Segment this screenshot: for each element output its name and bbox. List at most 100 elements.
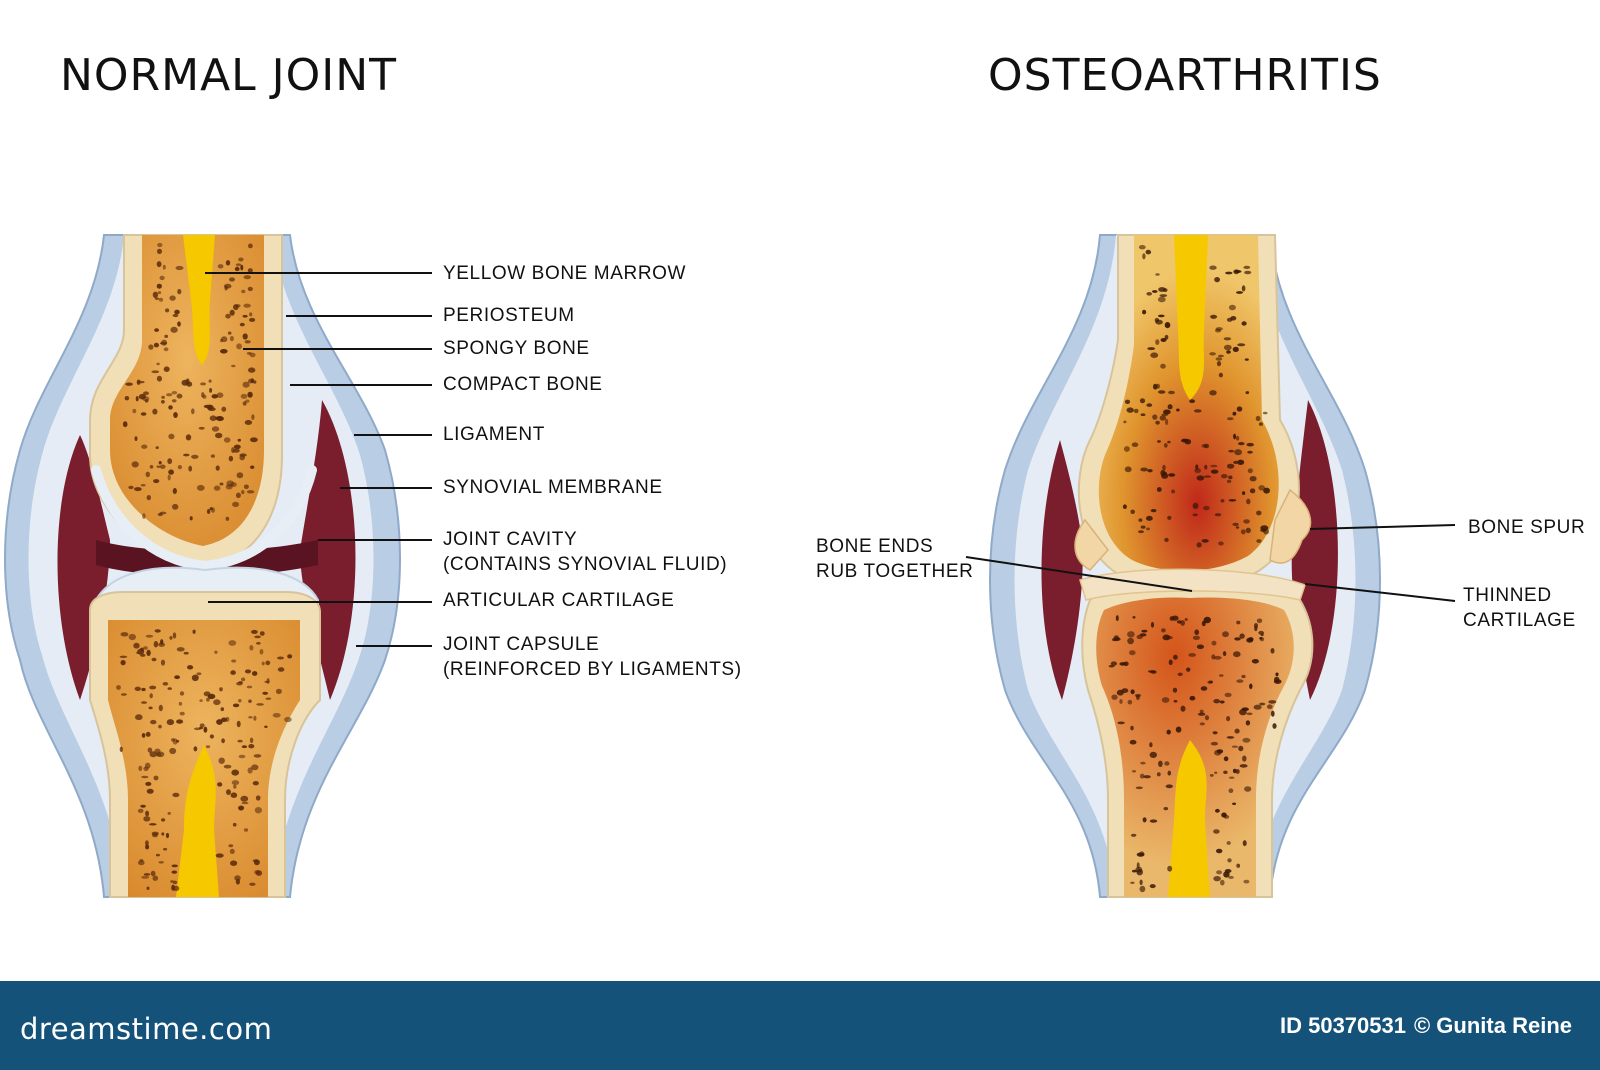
bone-pore [256, 703, 264, 706]
bone-pore [123, 421, 128, 427]
bone-pore [143, 816, 150, 821]
bone-pore [168, 405, 173, 409]
bone-pore [1213, 731, 1218, 734]
bone-pore [191, 408, 195, 414]
bone-pore [213, 699, 220, 705]
bone-pore [273, 713, 281, 718]
bone-pore [1155, 339, 1159, 345]
bone-pore [1171, 490, 1175, 494]
bone-pore [247, 490, 255, 493]
bone-pore [230, 670, 236, 675]
bone-pore [154, 328, 159, 332]
bone-pore [1168, 391, 1175, 395]
bone-pore [224, 765, 232, 769]
bone-pore [1197, 475, 1205, 480]
bone-pore [1238, 746, 1243, 751]
bone-pore [150, 751, 158, 757]
label-periosteum: PERIOSTEUM [443, 303, 575, 328]
bone-pore [231, 447, 235, 453]
bone-pore [173, 488, 177, 494]
bone-pore [141, 484, 146, 486]
bone-pore [1221, 474, 1228, 478]
bone-pore [1228, 450, 1234, 453]
label-joint-cavity-line1: JOINT CAVITY [443, 527, 727, 552]
bone-pore [145, 782, 151, 786]
bone-pore [241, 490, 244, 494]
bone-pore [1274, 679, 1282, 684]
bone-pore [194, 746, 198, 751]
bone-pore [1111, 695, 1117, 700]
bone-pore [200, 723, 205, 727]
bone-pore [265, 661, 270, 666]
bone-pore [1141, 526, 1146, 529]
bone-pore [1158, 761, 1163, 767]
label-joint-cavity-line2: (CONTAINS SYNOVIAL FLUID) [443, 552, 727, 577]
bone-pore [1240, 764, 1248, 768]
bone-pore [1219, 373, 1223, 378]
bone-pore [163, 265, 166, 270]
bone-pore [173, 881, 178, 885]
bone-pore [1239, 709, 1247, 715]
osteoarthritis-drawing [990, 235, 1380, 897]
bone-pore [1150, 819, 1157, 822]
bone-pore [1223, 651, 1226, 656]
bone-pore [173, 412, 178, 418]
bone-pore [1227, 318, 1233, 322]
bone-pore [255, 807, 262, 813]
bone-pore [1138, 530, 1144, 533]
bone-pore [233, 704, 239, 708]
bone-pore [1141, 630, 1147, 633]
bone-pore [1227, 736, 1235, 739]
bone-pore [140, 805, 146, 808]
bone-pore [168, 475, 171, 481]
bone-pore [1267, 704, 1273, 709]
brand-logo[interactable]: dreamstime.com [20, 1012, 272, 1046]
bone-pore [1137, 853, 1145, 857]
bone-pore [1135, 694, 1141, 697]
bone-pore [1146, 250, 1152, 255]
bone-pore [149, 707, 153, 710]
bone-pore [1204, 444, 1209, 449]
bone-pore [174, 675, 180, 679]
bone-pore [135, 714, 143, 720]
bone-pore [240, 323, 245, 327]
bone-pore [240, 453, 247, 456]
bone-pore [1211, 470, 1219, 474]
bone-pore [1236, 621, 1240, 625]
image-credit: ID 50370531© Gunita Reine [1280, 1013, 1572, 1039]
bone-pore [239, 755, 246, 759]
bone-pore [1237, 343, 1245, 346]
bone-pore [218, 264, 224, 268]
bone-pore [150, 465, 154, 469]
bone-pore [250, 353, 256, 358]
bone-pore [216, 465, 220, 470]
normal-joint-drawing [5, 235, 400, 897]
bone-pore [196, 672, 201, 675]
bone-pore [231, 365, 235, 367]
bone-pore [1211, 654, 1215, 659]
bone-pore [1146, 292, 1152, 296]
bone-pore [249, 318, 255, 322]
label-synovial-membrane: SYNOVIAL MEMBRANE [443, 475, 663, 500]
bone-pore [1213, 699, 1220, 703]
bone-pore [1225, 693, 1232, 697]
bone-pore [232, 780, 239, 785]
bone-pore [163, 682, 169, 686]
bone-pore [1216, 870, 1222, 874]
bone-pore [226, 480, 234, 486]
bone-pore [153, 876, 159, 881]
bone-pore [1203, 506, 1210, 510]
bone-pore [1205, 715, 1209, 720]
bone-pore [231, 770, 239, 776]
bone-pore [199, 699, 202, 702]
bone-pore [158, 642, 165, 647]
bone-pore [149, 823, 157, 825]
bone-pore [151, 370, 159, 373]
bone-pore [1142, 253, 1145, 259]
bone-pore [1254, 623, 1258, 628]
bone-pore [158, 725, 162, 729]
bone-pore [1140, 880, 1143, 886]
bone-pore [129, 634, 136, 640]
bone-pore [230, 336, 234, 341]
bone-pore [177, 647, 185, 651]
